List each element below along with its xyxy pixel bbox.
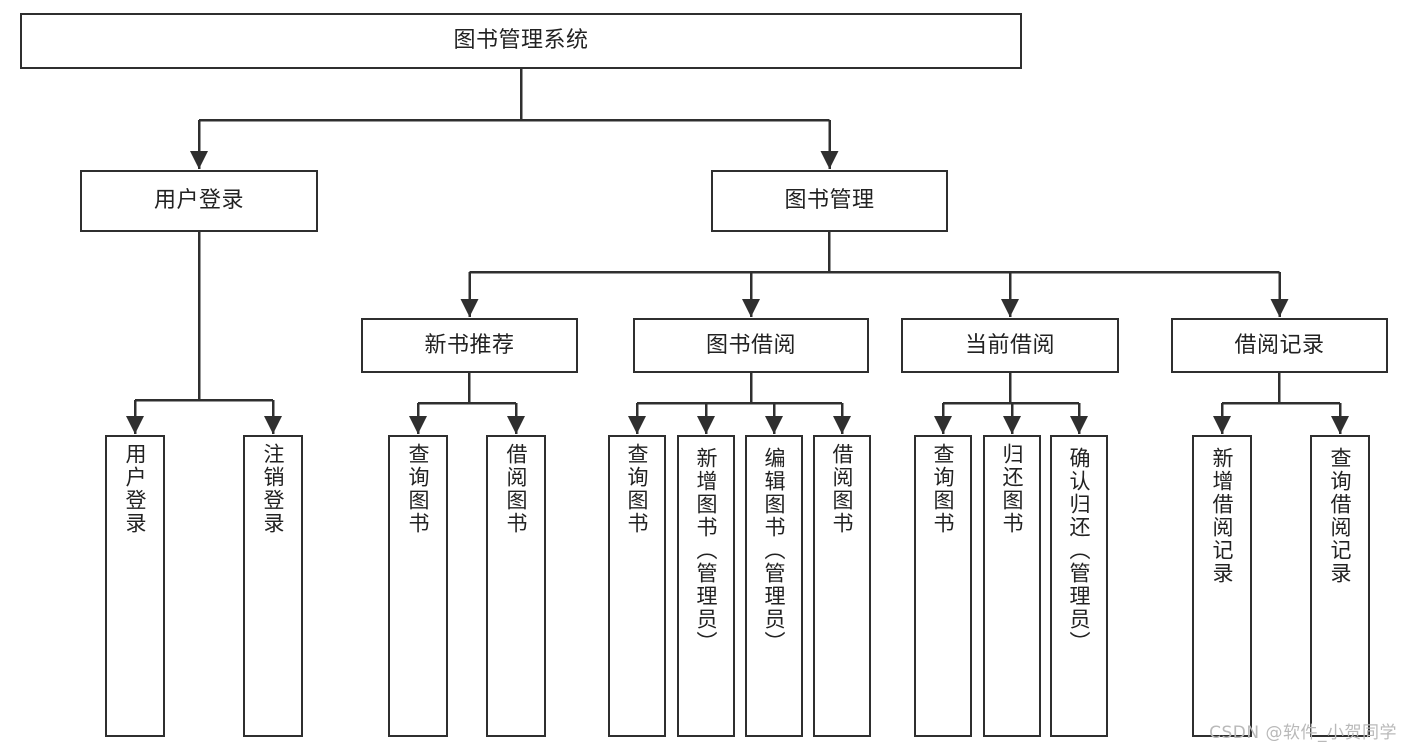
node-label-leaf-br-query: 查询借阅记录 (1328, 447, 1353, 585)
node-user-login[interactable]: 用户登录 (80, 170, 318, 232)
arrowhead-new-book-rec (460, 299, 479, 317)
arrowhead-leaf-cb-return (1003, 416, 1021, 434)
node-leaf-bb-borrow[interactable]: 借阅图书 (813, 435, 871, 737)
arrowhead-borrow-record (1270, 299, 1289, 317)
arrowhead-book-manage (820, 151, 839, 169)
node-leaf-bb-add[interactable]: 新增图书（管理员） (677, 435, 735, 737)
node-book-manage[interactable]: 图书管理 (711, 170, 948, 232)
node-label-current-borrow: 当前借阅 (964, 332, 1055, 358)
node-leaf-user-logout[interactable]: 注销登录 (243, 435, 303, 737)
node-leaf-rec-borrow[interactable]: 借阅图书 (486, 435, 546, 737)
arrowhead-leaf-bb-add (697, 416, 715, 434)
node-leaf-br-query[interactable]: 查询借阅记录 (1310, 435, 1370, 737)
node-leaf-rec-query[interactable]: 查询图书 (388, 435, 448, 737)
node-label-leaf-bb-add: 新增图书（管理员） (694, 447, 719, 654)
arrowhead-leaf-bb-query (628, 416, 646, 434)
node-label-user-login: 用户登录 (153, 188, 244, 214)
node-new-book-rec[interactable]: 新书推荐 (361, 318, 578, 373)
node-label-leaf-br-add: 新增借阅记录 (1210, 447, 1235, 585)
arrowhead-leaf-rec-borrow (507, 416, 525, 434)
node-label-book-borrow: 图书借阅 (705, 332, 796, 358)
arrowhead-user-login (190, 151, 208, 169)
watermark-text: CSDN @软件_小贺同学 (1209, 723, 1397, 743)
arrowhead-leaf-bb-edit (765, 416, 783, 434)
node-borrow-record[interactable]: 借阅记录 (1171, 318, 1388, 373)
node-label-leaf-cb-return: 归还图书 (1000, 443, 1025, 535)
arrowhead-leaf-cb-confirm (1070, 416, 1088, 434)
node-leaf-bb-edit[interactable]: 编辑图书（管理员） (745, 435, 803, 737)
node-label-leaf-bb-borrow: 借阅图书 (830, 443, 855, 535)
node-label-root: 图书管理系统 (453, 28, 589, 54)
node-leaf-br-add[interactable]: 新增借阅记录 (1192, 435, 1252, 737)
arrowhead-current-borrow (1001, 299, 1019, 317)
arrowhead-leaf-bb-borrow (833, 416, 851, 434)
node-label-book-manage: 图书管理 (784, 188, 875, 214)
node-label-leaf-rec-query: 查询图书 (406, 443, 431, 535)
node-leaf-bb-query[interactable]: 查询图书 (608, 435, 666, 737)
arrowhead-leaf-cb-query (934, 416, 952, 434)
node-leaf-cb-query[interactable]: 查询图书 (914, 435, 972, 737)
node-label-leaf-cb-confirm: 确认归还（管理员） (1067, 447, 1092, 654)
arrowhead-leaf-rec-query (409, 416, 427, 434)
node-label-new-book-rec: 新书推荐 (424, 332, 515, 358)
node-label-leaf-bb-edit: 编辑图书（管理员） (762, 447, 787, 654)
arrowhead-leaf-user-login (126, 416, 144, 434)
node-leaf-cb-confirm[interactable]: 确认归还（管理员） (1050, 435, 1108, 737)
node-current-borrow[interactable]: 当前借阅 (901, 318, 1119, 373)
arrowhead-leaf-user-logout (264, 416, 282, 434)
arrowhead-leaf-br-query (1331, 416, 1349, 434)
node-label-leaf-rec-borrow: 借阅图书 (504, 443, 529, 535)
node-label-leaf-bb-query: 查询图书 (625, 443, 650, 535)
arrowhead-book-borrow (742, 299, 760, 317)
node-label-borrow-record: 借阅记录 (1234, 332, 1325, 358)
node-label-leaf-user-logout: 注销登录 (261, 443, 286, 535)
node-label-leaf-cb-query: 查询图书 (931, 443, 956, 535)
arrowhead-leaf-br-add (1213, 416, 1231, 434)
node-root[interactable]: 图书管理系统 (20, 13, 1022, 69)
node-label-leaf-user-login: 用户登录 (123, 443, 148, 535)
node-leaf-user-login[interactable]: 用户登录 (105, 435, 165, 737)
node-leaf-cb-return[interactable]: 归还图书 (983, 435, 1041, 737)
node-book-borrow[interactable]: 图书借阅 (633, 318, 869, 373)
